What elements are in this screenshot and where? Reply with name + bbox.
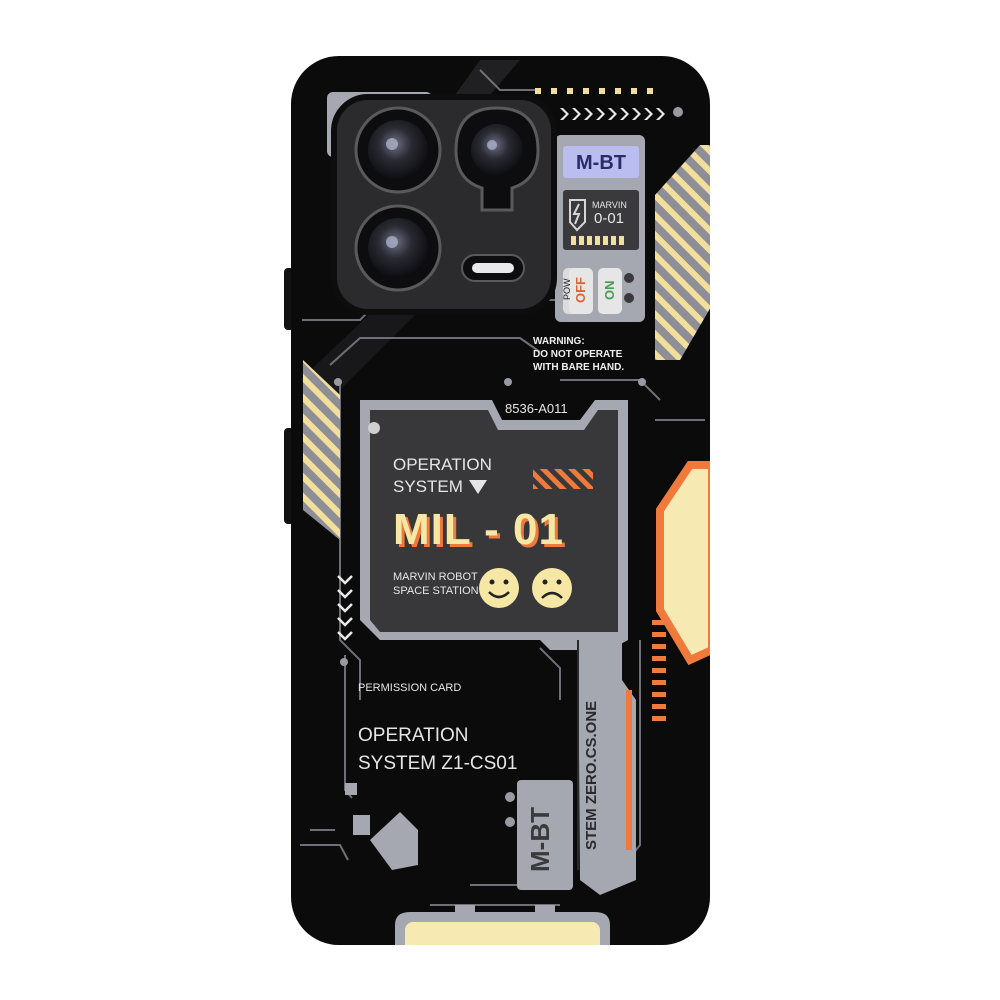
mbt-bottom-badge: [517, 780, 573, 890]
screw-icon: [624, 293, 634, 303]
vertical-code-strip: [577, 632, 636, 895]
angled-block: [370, 812, 418, 870]
marvin-plate: [563, 190, 639, 250]
screw-icon: [340, 658, 348, 666]
power-switch-label: POW: [562, 278, 572, 301]
op-line: OPERATION: [358, 725, 469, 746]
screw-icon: [504, 378, 512, 386]
warning-text: WARNING: DO NOT OPERATE WITH BARE HAND.: [533, 335, 624, 374]
screw-icon: [334, 378, 342, 386]
permission-card-label: PERMISSION CARD: [358, 682, 462, 694]
warning-line: WARNING:: [533, 336, 585, 347]
warning-line: DO NOT OPERATE: [533, 349, 623, 360]
orange-stripe-badge: [533, 469, 593, 489]
screw-icon: [624, 273, 634, 283]
orange-hex-frame: [656, 461, 710, 666]
off-switch-label: OFF: [573, 277, 588, 303]
screw-icon: [505, 817, 515, 827]
mbt-badge-label: M-BT: [576, 151, 626, 174]
screw-icon: [673, 107, 683, 117]
os-line: OPERATION: [393, 455, 492, 474]
op-line: SYSTEM Z1-CS01: [358, 753, 518, 774]
chevron-stack-icon: [337, 575, 353, 641]
marvin-bar-indicators: [571, 236, 624, 245]
camera-module: [327, 92, 557, 315]
screw-icon: [638, 378, 646, 386]
smiley-face-icon: [479, 568, 519, 608]
mbt-badge: [563, 146, 639, 178]
small-block: [353, 815, 370, 835]
sad-face-icon: [532, 568, 572, 608]
mbt-bottom-label: M-BT: [525, 807, 555, 872]
os-line: SYSTEM: [393, 477, 463, 496]
shield-bolt-icon: [569, 199, 586, 232]
station-text: MARVIN ROBOT SPACE STATION: [393, 570, 479, 598]
small-block: [345, 783, 357, 795]
orange-bar-ladder: [652, 620, 666, 721]
indicator-dots: [535, 88, 653, 94]
warning-line: WITH BARE HAND.: [533, 362, 625, 373]
main-display-module: [360, 400, 628, 650]
bottom-tab: [405, 922, 600, 945]
left-hazard-stripes: [303, 360, 340, 540]
model-name: MIL - 01: [393, 505, 565, 554]
off-switch: [569, 268, 593, 314]
marvin-label: MARVIN: [592, 200, 627, 210]
on-switch: [598, 268, 622, 314]
screw-icon: [368, 422, 380, 434]
serial-number: 8536-A011: [505, 401, 568, 416]
vertical-code-label: STEM ZERO.CS.ONE: [583, 700, 600, 850]
marvin-code: 0-01: [594, 210, 625, 227]
on-switch-label: ON: [602, 280, 617, 301]
os-title: OPERATION SYSTEM: [393, 454, 492, 498]
station-line: MARVIN ROBOT: [393, 571, 478, 583]
chevron-row-icon: [560, 108, 665, 120]
screw-icon: [505, 792, 515, 802]
operation-system-label: OPERATION SYSTEM Z1-CS01: [358, 722, 517, 778]
right-hazard-stripes: [655, 145, 710, 360]
triangle-down-icon: [468, 480, 487, 494]
station-line: SPACE STATION: [393, 585, 479, 597]
